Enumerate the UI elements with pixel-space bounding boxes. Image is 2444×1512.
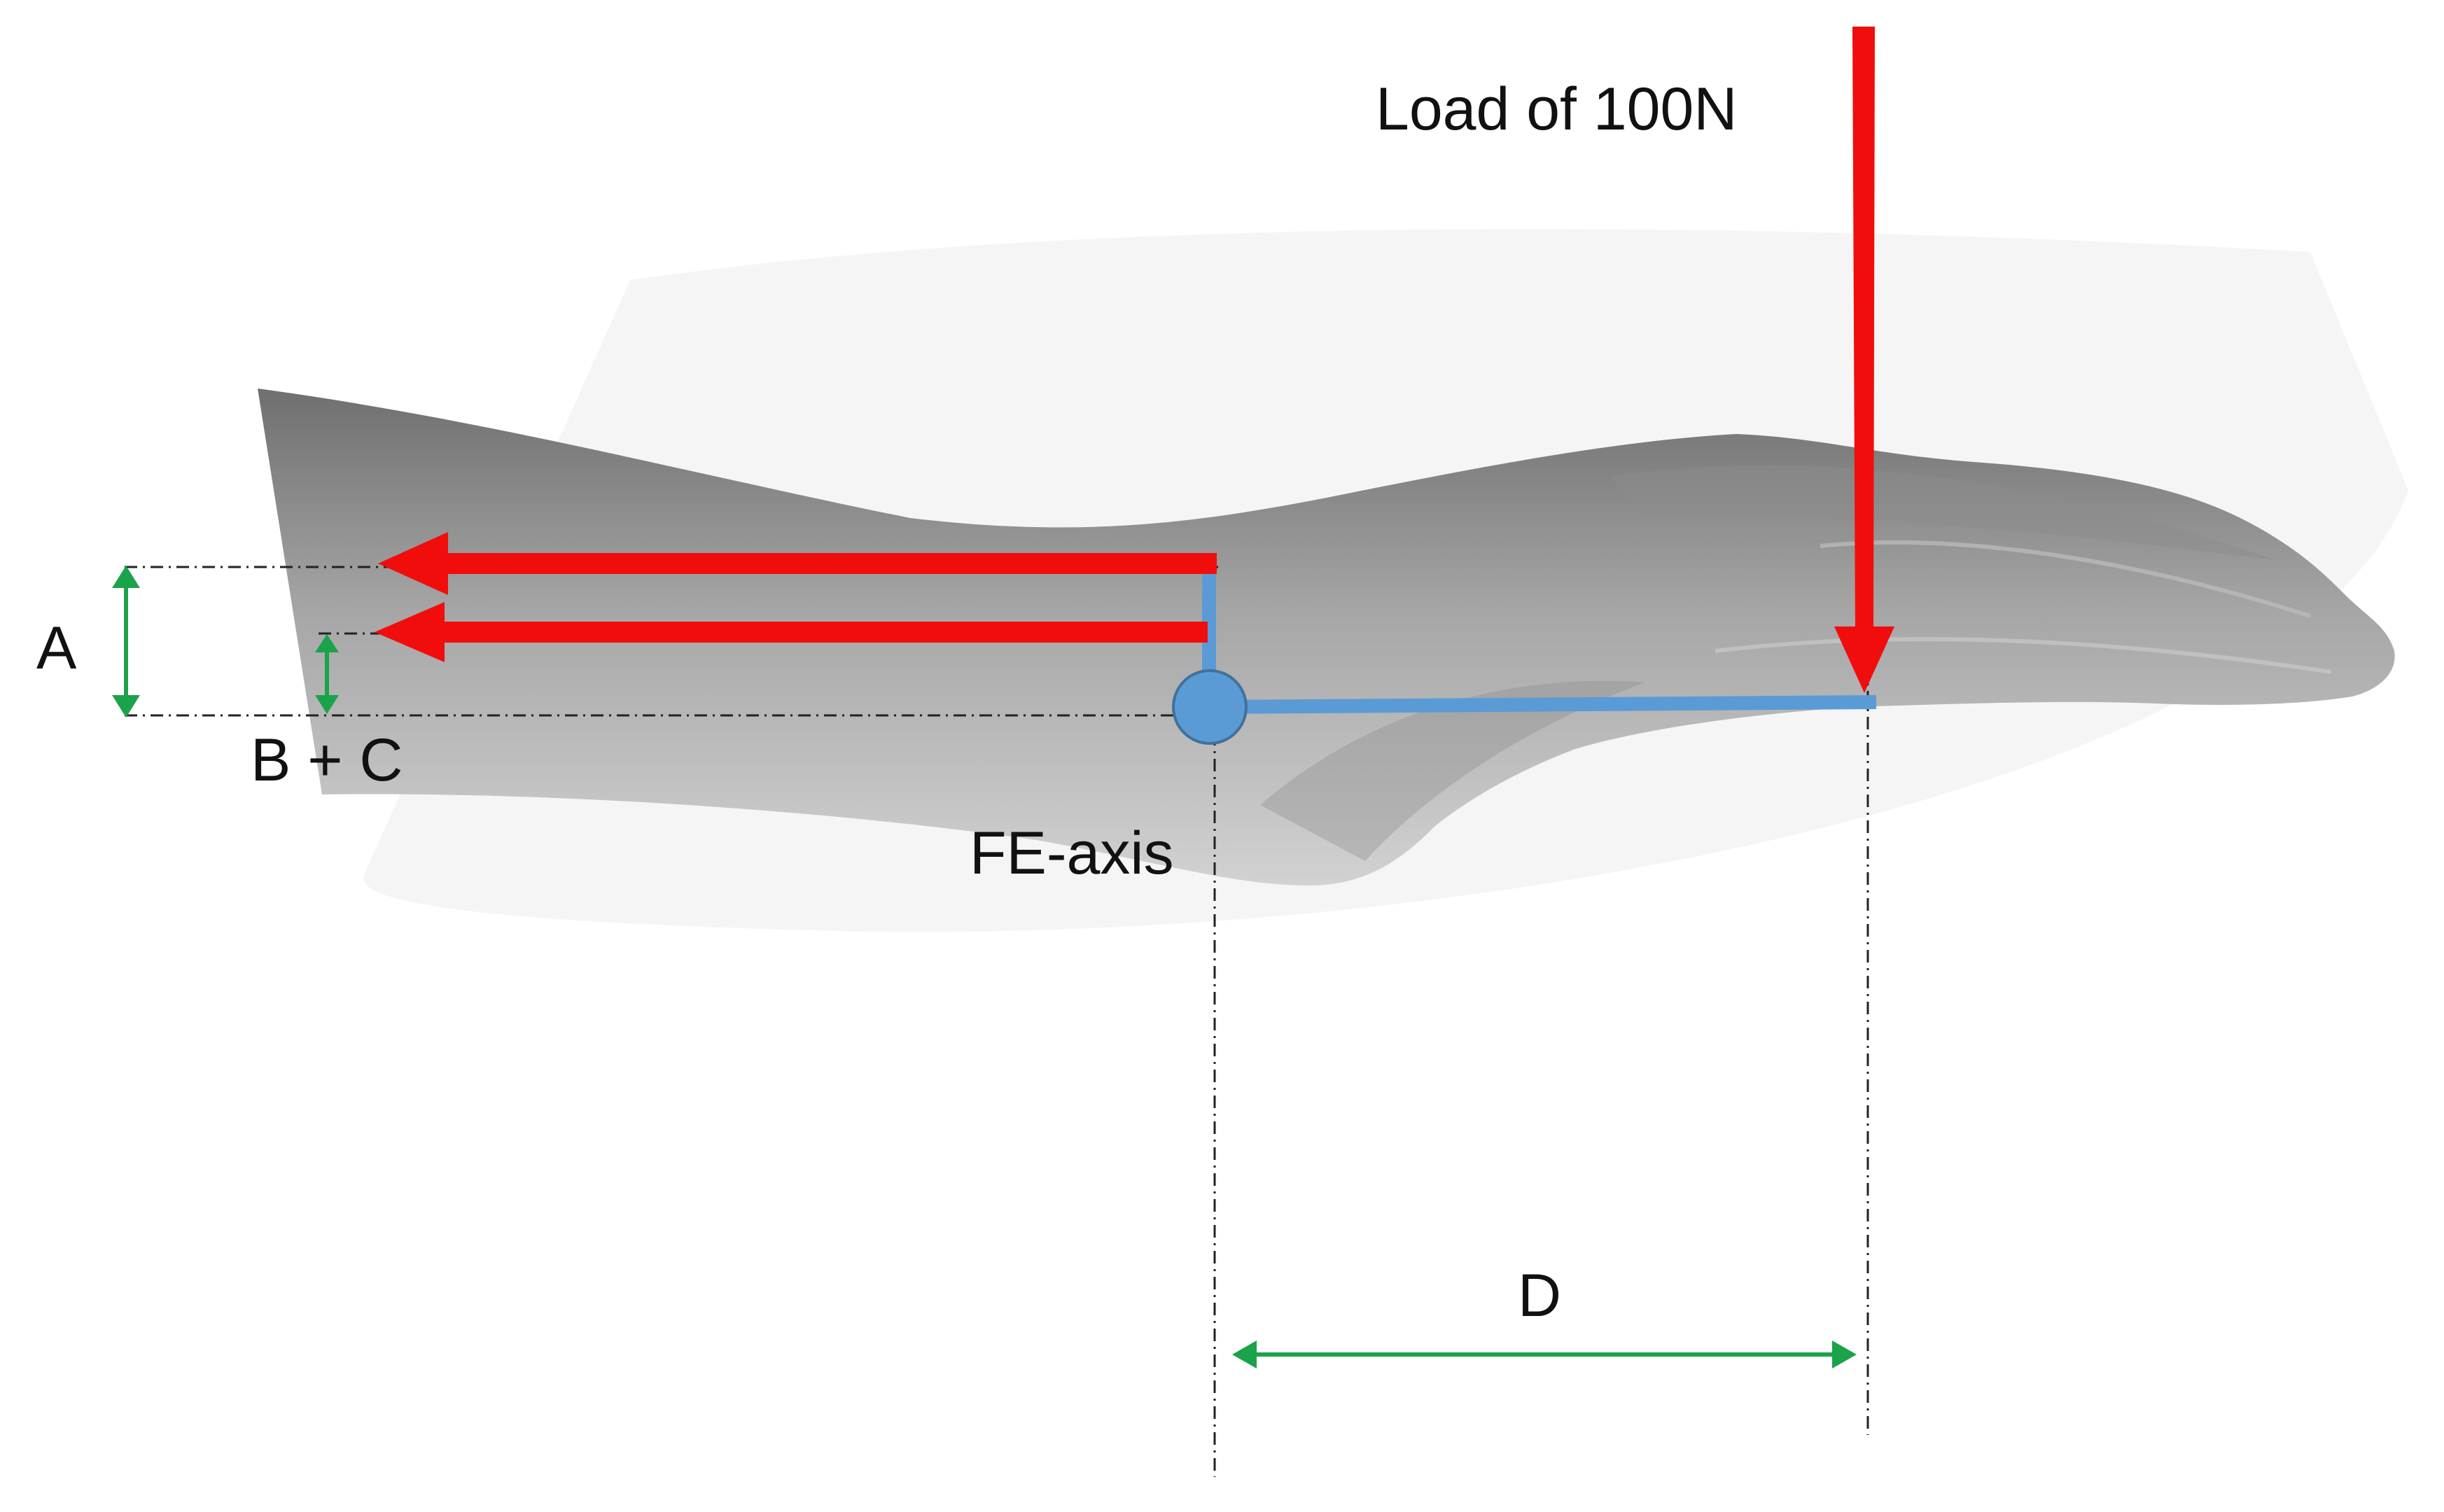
- dimension-bc-arrow: [315, 634, 339, 714]
- muscle-force-arrow-lower: [375, 602, 1208, 662]
- load-label: Load of 100N: [1376, 76, 1737, 143]
- dimension-a-label: A: [36, 615, 77, 682]
- dimension-d-arrow: [1232, 1340, 1857, 1368]
- muscle-force-arrows: [375, 532, 1217, 662]
- dimension-a-arrow: [112, 566, 140, 718]
- dimension-bc-label: B + C: [251, 727, 403, 794]
- muscle-force-arrow-upper: [378, 532, 1217, 595]
- dimension-arrows: [112, 566, 1857, 1368]
- fe-axis-joint-marker: [1172, 669, 1248, 745]
- fe-axis-label: FE-axis: [970, 820, 1173, 887]
- dimension-d-label: D: [1518, 1262, 1561, 1329]
- moment-arm-horizontal: [1210, 695, 1877, 714]
- load-arrow: [1834, 27, 1894, 693]
